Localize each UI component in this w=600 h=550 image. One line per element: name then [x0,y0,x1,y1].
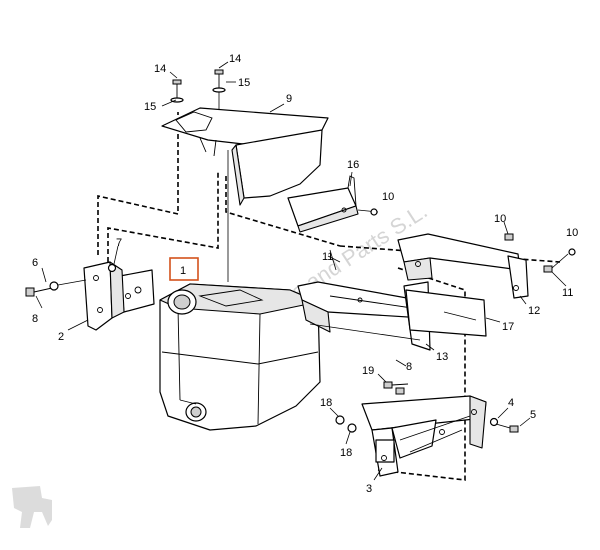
highlight-box [169,257,199,281]
callout-5: 5 [530,409,536,421]
callout-7: 7 [116,237,122,249]
callout-14: 14 [154,63,166,75]
callout-8: 8 [406,361,412,373]
bolt-8-left [25,279,87,297]
callout-15: 15 [238,77,250,89]
callout-11: 11 [562,287,573,299]
callout-8: 8 [32,313,38,325]
nuts-18 [335,415,357,433]
callout-1: 1 [180,265,186,277]
callout-4: 4 [508,397,514,409]
part-16-bracket [287,175,379,233]
callout-17: 17 [502,321,514,333]
part-12-rail [397,233,529,299]
callout-3: 3 [366,483,372,495]
part-3-lower-support [361,395,487,477]
callout-10: 10 [382,191,394,203]
part-1-tank [159,283,321,431]
callout-18: 18 [320,397,332,409]
nut-7 [107,263,117,273]
callout-11: 11 [322,251,333,263]
callout-19: 19 [362,365,374,377]
crane-logo-icon [12,486,52,528]
part-2-left-bracket [83,261,155,331]
callout-14: 14 [229,53,241,65]
screw-14-left [170,79,184,103]
callout-labels: 14 14 15 15 9 16 10 10 10 7 6 8 2 1 11 1… [32,53,578,495]
bolts-4-5 [489,417,519,433]
bolts-10-11 [504,233,576,273]
part-17-plate [405,289,501,337]
guide-lines [97,112,561,481]
callout-9: 9 [286,93,292,105]
leader-lines [35,61,567,481]
callout-10: 10 [494,213,506,225]
bolts-19 [383,381,409,395]
screw-14-right [212,69,226,110]
callout-10: 10 [566,227,578,239]
part-9-top-cover [161,107,329,282]
callout-2: 2 [58,331,64,343]
callout-6: 6 [32,257,38,269]
callout-13: 13 [436,351,448,363]
callout-18: 18 [340,447,352,459]
callout-15: 15 [144,101,156,113]
callout-12: 12 [528,305,540,317]
callout-16: 16 [347,159,359,171]
